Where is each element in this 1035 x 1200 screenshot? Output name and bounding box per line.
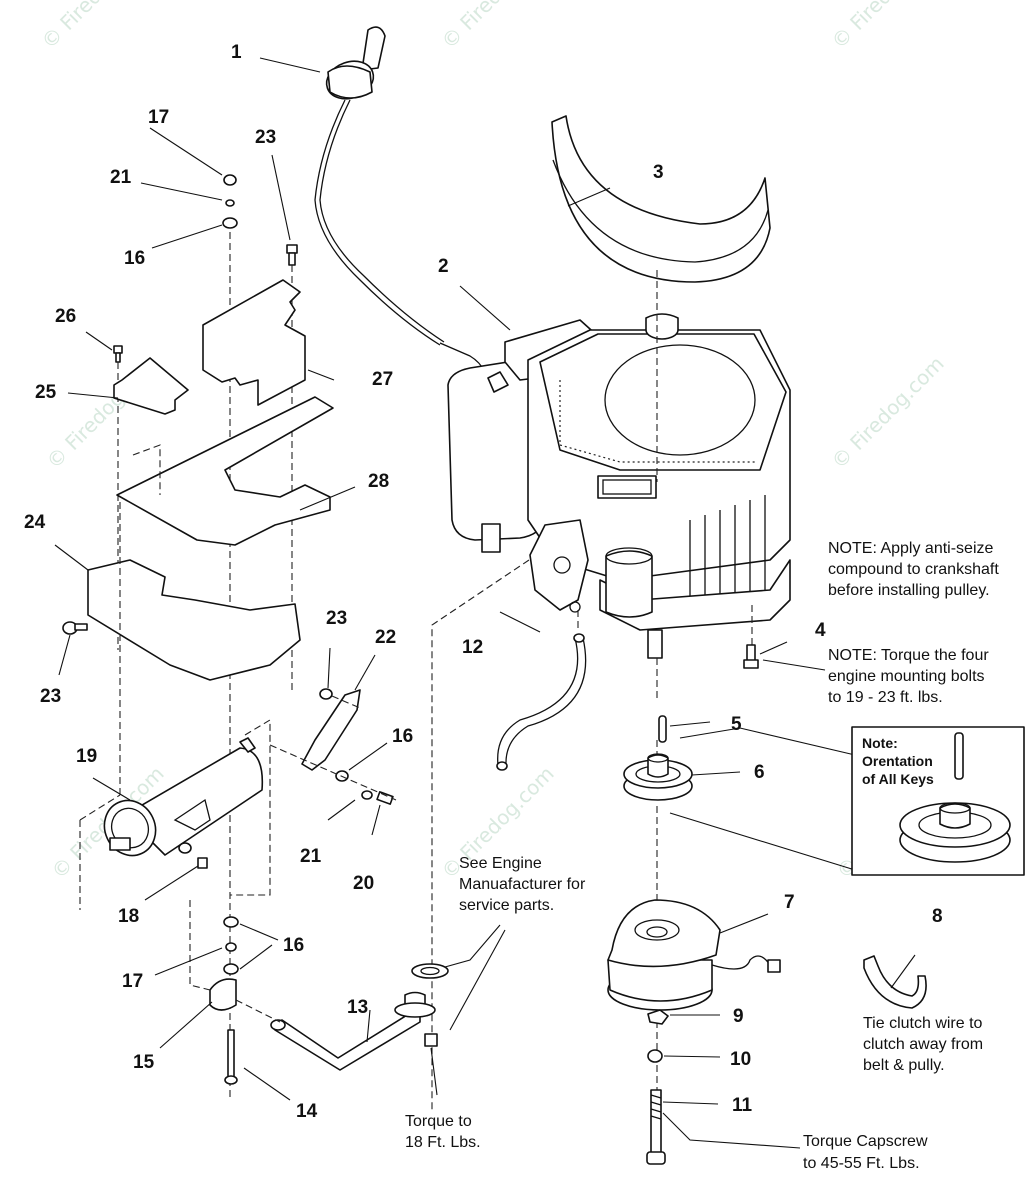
- callout-26: 26: [55, 306, 76, 327]
- callout-6: 6: [754, 762, 765, 783]
- exhaust-hardware: [189, 900, 239, 1085]
- upper-shield: [202, 279, 306, 406]
- tie-strap: [863, 955, 927, 1009]
- callout-4: 4: [815, 620, 826, 641]
- callout-20: 20: [353, 873, 374, 894]
- exhaust-pipe: [235, 963, 449, 1071]
- shroud-arc: [551, 115, 771, 283]
- callout-23: 23: [40, 686, 61, 707]
- engine-bolt: [743, 644, 759, 669]
- side-bolt: [62, 621, 88, 635]
- bracket-bolt: [113, 345, 123, 650]
- lower-shield: [87, 559, 301, 681]
- callout-3: 3: [653, 162, 664, 183]
- deck-plate: [116, 396, 334, 546]
- watermark: © Firedog.com: [37, 0, 159, 54]
- callout-21: 21: [110, 167, 132, 188]
- callout-16: 16: [283, 935, 304, 956]
- callout-28: 28: [368, 471, 389, 492]
- leader-lines: [54, 57, 916, 1149]
- callout-8: 8: [932, 906, 943, 927]
- pulley: [623, 753, 693, 801]
- key: [658, 715, 667, 743]
- watermark: © Firedog.com: [437, 0, 559, 54]
- callout-22: 22: [375, 627, 396, 648]
- callout-17: 17: [148, 107, 169, 128]
- callout-16: 16: [392, 726, 413, 747]
- note-anti-seize: NOTE: Apply anti-seize compound to crank…: [828, 540, 1003, 599]
- callout-16: 16: [124, 248, 145, 269]
- callout-19: 19: [76, 746, 97, 767]
- callout-15: 15: [133, 1052, 155, 1073]
- callout-13: 13: [347, 997, 368, 1018]
- callout-23: 23: [326, 608, 347, 629]
- fuel-hose: [496, 633, 587, 771]
- bracket-hardware: [269, 688, 397, 805]
- note-torque-18: Torque to 18 Ft. Lbs.: [405, 1113, 481, 1151]
- callout-2: 2: [438, 256, 449, 277]
- callout-11: 11: [732, 1095, 753, 1116]
- callout-27: 27: [372, 369, 393, 390]
- callout-21: 21: [300, 846, 322, 867]
- note-engine-bolt-torque: NOTE: Torque the four engine mounting bo…: [828, 647, 993, 706]
- notes: NOTE: Apply anti-seize compound to crank…: [405, 540, 1003, 1172]
- callouts: 1 2 3 4 5 6 7 8 9 10 11 12 13 14 15 16 1…: [24, 42, 943, 1122]
- note-engine-manufacturer: See Engine Manuafacturer for service par…: [459, 855, 590, 914]
- callout-1: 1: [231, 42, 242, 63]
- callout-7: 7: [784, 892, 795, 913]
- muffler-bracket: [301, 689, 361, 771]
- note-tie-clutch-wire: Tie clutch wire to clutch away from belt…: [863, 1015, 988, 1074]
- electric-clutch: [607, 899, 781, 1011]
- callout-5: 5: [731, 714, 742, 735]
- engine: [447, 313, 791, 659]
- callout-24: 24: [24, 512, 46, 533]
- key-orientation-note: Note: Orentation of All Keys: [862, 735, 937, 787]
- watermark: © Firedog.com: [827, 0, 949, 54]
- callout-14: 14: [296, 1101, 318, 1122]
- key-orientation-inset: Note: Orentation of All Keys: [669, 726, 1025, 876]
- note-torque-capscrew: Torque Capscrew to 45-55 Ft. Lbs.: [803, 1133, 932, 1172]
- watermark: © Firedog.com: [827, 351, 949, 473]
- callout-10: 10: [730, 1049, 751, 1070]
- callout-9: 9: [733, 1006, 744, 1027]
- clutch-hardware: [646, 1009, 669, 1165]
- throttle-control: [314, 26, 486, 373]
- muffler: [79, 500, 271, 910]
- callout-23: 23: [255, 127, 276, 148]
- callout-12: 12: [462, 637, 483, 658]
- callout-18: 18: [118, 906, 139, 927]
- callout-17: 17: [122, 971, 143, 992]
- mounting-bracket: [113, 357, 189, 415]
- assembly-lines-right: [431, 270, 753, 1110]
- callout-25: 25: [35, 382, 57, 403]
